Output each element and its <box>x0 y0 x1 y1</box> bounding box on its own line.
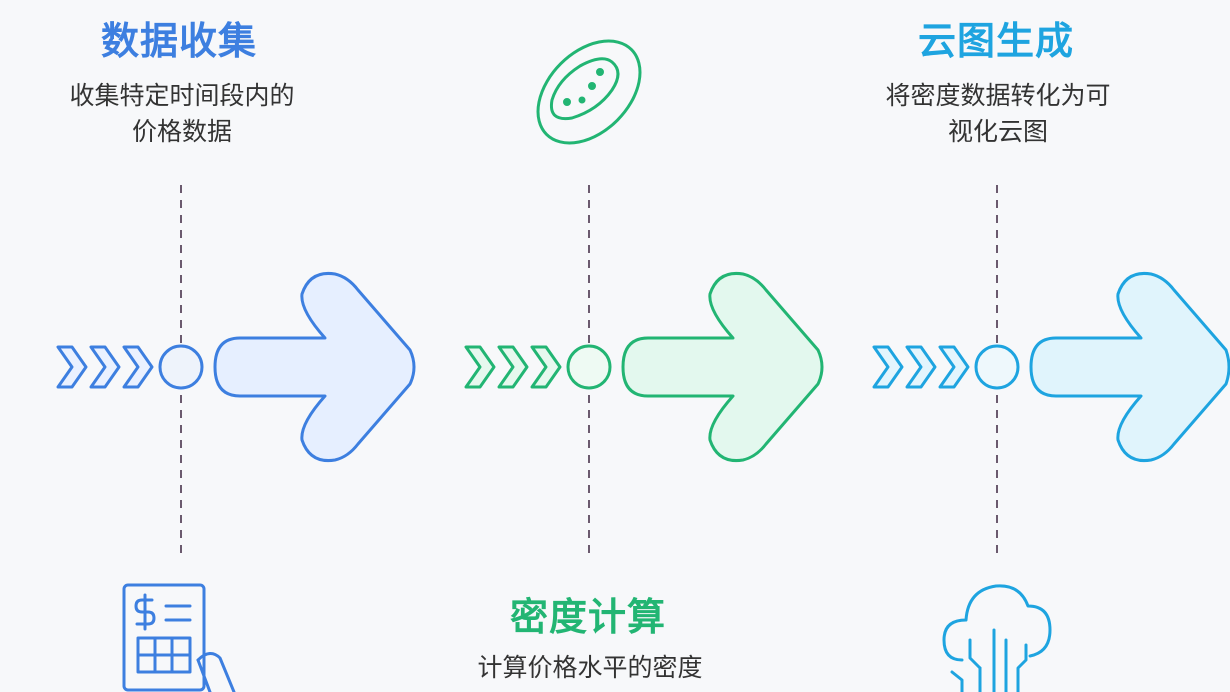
step-2-description: 计算价格水平的密度 <box>450 650 730 686</box>
chevron-icon <box>872 345 904 389</box>
step-3-description-line2: 视化云图 <box>947 117 1048 146</box>
timeline-node <box>974 344 1020 390</box>
chevron-icon <box>89 345 121 389</box>
step-3-description: 将密度数据转化为可 视化云图 <box>858 78 1138 150</box>
stage-2-arrow <box>621 271 824 463</box>
stage-1-flow <box>56 271 416 463</box>
chevron-icon <box>938 345 970 389</box>
step-3-description-line1: 将密度数据转化为可 <box>885 81 1111 110</box>
chevron-icon <box>56 345 88 389</box>
timeline-node <box>566 344 612 390</box>
chevron-icon <box>530 345 562 389</box>
timeline-node <box>158 344 204 390</box>
step-2-description-line1: 计算价格水平的密度 <box>477 653 703 682</box>
stage-2-flow <box>464 271 824 463</box>
stage-3-flow <box>872 271 1230 463</box>
blob-density-icon <box>536 39 642 145</box>
chevron-icon <box>122 345 154 389</box>
step-1-description: 收集特定时间段内的 价格数据 <box>42 78 322 150</box>
chevron-icon <box>905 345 937 389</box>
chevron-icon <box>497 345 529 389</box>
cloud-circuit-icon <box>942 584 1052 692</box>
invoice-hand-icon <box>122 583 236 692</box>
step-1-title: 数据收集 <box>101 19 258 63</box>
stage-3-arrow <box>1029 271 1230 463</box>
step-2-title: 密度计算 <box>510 595 667 639</box>
step-1-description-line1: 收集特定时间段内的 <box>69 81 295 110</box>
step-3-title: 云图生成 <box>918 19 1075 63</box>
stage-1-arrow <box>213 271 416 463</box>
chevron-icon <box>464 345 496 389</box>
step-1-description-line2: 价格数据 <box>131 117 232 146</box>
